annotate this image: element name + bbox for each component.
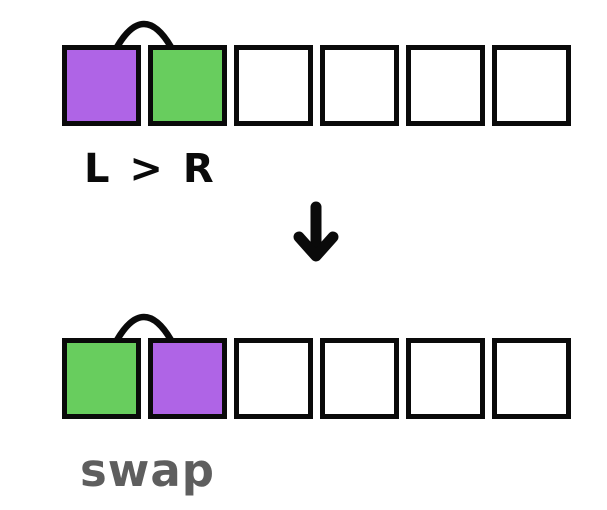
array-cell-empty — [406, 338, 485, 419]
array-cell-empty — [320, 45, 399, 126]
array-cell-green — [62, 338, 141, 419]
array-cell-purple — [62, 45, 141, 126]
array-cell-green — [148, 45, 227, 126]
array-cell-purple — [148, 338, 227, 419]
pair-comparison-arc-icon — [113, 313, 175, 344]
comparison-label: L > R — [84, 146, 217, 192]
pair-comparison-arc-icon — [113, 20, 175, 51]
array-cell-empty — [492, 338, 571, 419]
array-row-after — [62, 338, 578, 419]
array-row-before — [62, 45, 578, 126]
down-arrow-icon — [293, 201, 339, 262]
array-cell-empty — [234, 338, 313, 419]
array-cell-empty — [492, 45, 571, 126]
swap-label: swap — [80, 444, 215, 497]
array-cell-empty — [406, 45, 485, 126]
array-cell-empty — [320, 338, 399, 419]
array-cell-empty — [234, 45, 313, 126]
